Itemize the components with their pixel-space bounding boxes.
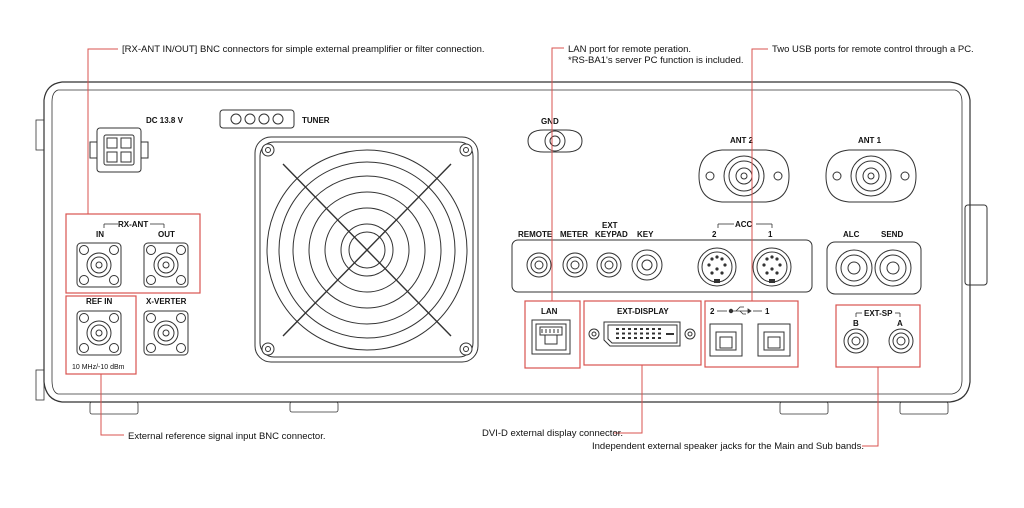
alc-label: ALC: [843, 230, 860, 239]
ant2-socket: [698, 149, 790, 203]
dvi-pin: [646, 332, 649, 335]
acc1-label: 1: [768, 230, 773, 239]
callout-lan: LAN port for remote peration. *RS-BA1's …: [568, 44, 744, 66]
callout-usb: Two USB ports for remote control through…: [772, 44, 974, 55]
rxant-out-bnc: [143, 242, 189, 288]
key-label: KEY: [637, 230, 654, 239]
callout-refin: External reference signal input BNC conn…: [128, 431, 326, 442]
acc-label: ACC: [735, 220, 753, 229]
rxant-highlight: [65, 213, 201, 294]
key-jack: [631, 249, 663, 281]
send-label: SEND: [881, 230, 903, 239]
usb-icon: [728, 306, 752, 315]
callout-lan-line1: LAN port for remote peration.: [568, 44, 692, 55]
keypad-label: KEYPAD: [595, 230, 628, 239]
tuner-connector: [219, 109, 295, 129]
dc-connector: [89, 127, 149, 173]
lan-port-label: LAN: [541, 307, 558, 316]
extdisplay-label: EXT-DISPLAY: [617, 307, 669, 316]
acc2-din: [697, 247, 737, 287]
gnd-terminal: [527, 129, 583, 153]
ant1-socket: [825, 149, 917, 203]
dvi-pin: [622, 332, 625, 335]
gnd-label: GND: [541, 117, 559, 126]
sp-a-jack: [888, 328, 914, 354]
remote-jack: [526, 252, 552, 278]
dvi-pin: [616, 332, 619, 335]
dvi-pin: [634, 328, 637, 330]
dvi-pin: [658, 328, 661, 330]
dvi-pin: [622, 328, 625, 330]
tuner-label: TUNER: [302, 116, 330, 125]
spb-label: B: [853, 319, 859, 328]
ext-label: EXT: [602, 221, 618, 230]
meter-jack: [562, 252, 588, 278]
dvi-pin: [652, 328, 655, 330]
dvi-pin: [646, 328, 649, 330]
callout-dvi: DVI-D external display connector.: [482, 428, 623, 439]
xverter-bnc: [143, 310, 189, 356]
rxant-label: RX-ANT: [118, 220, 148, 229]
dvi-pin: [628, 332, 631, 335]
dvi-pin: [658, 337, 661, 339]
dvi-pin: [634, 332, 637, 335]
refin-spec-label: 10 MHz/-10 dBm: [72, 364, 125, 371]
dvi-pin: [616, 337, 619, 339]
dvi-pin: [640, 332, 643, 335]
keypad-jack: [596, 252, 622, 278]
dvi-pins: [616, 328, 674, 339]
dvi-pin: [640, 337, 643, 339]
callout-speaker: Independent external speaker jacks for t…: [592, 441, 864, 452]
dvi-pin: [652, 337, 655, 339]
lan-port: [531, 319, 571, 355]
extsp-label: EXT-SP: [864, 309, 893, 318]
callout-rxant: [RX-ANT IN/OUT] BNC connectors for simpl…: [122, 44, 485, 55]
dvi-pin: [646, 337, 649, 339]
rxant-in-bnc: [76, 242, 122, 288]
ant2-label: ANT 2: [730, 136, 754, 145]
dvi-pin: [652, 332, 655, 335]
acc1-din: [752, 247, 792, 287]
cooling-fan: [254, 136, 479, 363]
dvi-pin: [622, 337, 625, 339]
ant1-label: ANT 1: [858, 136, 882, 145]
dvi-pin: [628, 337, 631, 339]
usb2-label: 2: [710, 307, 715, 316]
remote-label: REMOTE: [518, 230, 553, 239]
refin-bnc: [76, 310, 122, 356]
dvi-blade: [666, 333, 674, 335]
usb1-port: [757, 323, 791, 357]
usb2-port: [709, 323, 743, 357]
dvi-pin: [640, 328, 643, 330]
dvi-pin: [658, 332, 661, 335]
out-label: OUT: [158, 230, 175, 239]
dvi-pin: [634, 337, 637, 339]
meter-label: METER: [560, 230, 588, 239]
send-jack: [874, 249, 912, 287]
acc2-label: 2: [712, 230, 717, 239]
sp-b-jack: [843, 328, 869, 354]
dc-label: DC 13.8 V: [146, 116, 184, 125]
alc-jack: [835, 249, 873, 287]
in-label: IN: [96, 230, 104, 239]
dvi-pin: [628, 328, 631, 330]
spa-label: A: [897, 319, 903, 328]
refin-label: REF IN: [86, 297, 112, 306]
dvi-pin: [616, 328, 619, 330]
usb1-label: 1: [765, 307, 770, 316]
callout-lan-line2: *RS-BA1's server PC function is included…: [568, 55, 744, 66]
chassis: [35, 81, 988, 415]
leader-lines: [87, 47, 879, 447]
xverter-label: X-VERTER: [146, 297, 187, 306]
